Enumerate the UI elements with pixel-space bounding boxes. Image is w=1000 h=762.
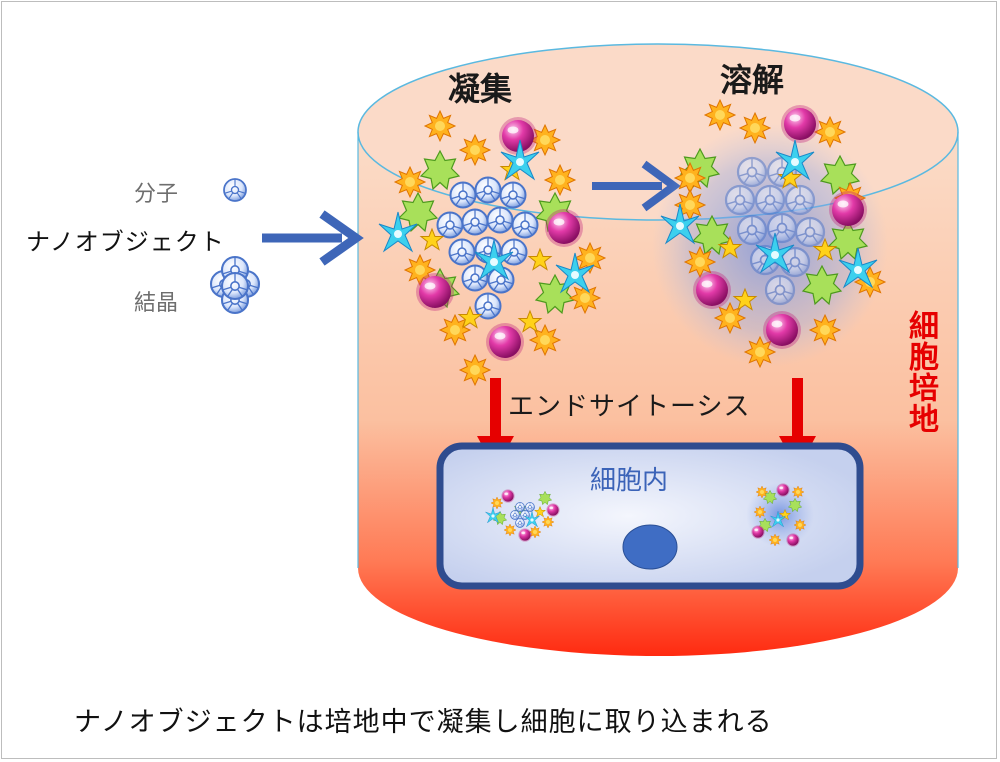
molecule-icon bbox=[223, 178, 247, 202]
crystal-label: 結晶 bbox=[134, 291, 179, 316]
aggregation-label: 凝集 bbox=[448, 70, 513, 108]
endocytosis-label: エンドサイトーシス bbox=[508, 392, 751, 422]
cell-body bbox=[436, 442, 864, 590]
crystal-icon bbox=[209, 255, 261, 315]
figure-caption: ナノオブジェクトは培地中で凝集し細胞に取り込まれる bbox=[74, 707, 773, 738]
intracellular-label: 細胞内 bbox=[590, 466, 669, 496]
entry-arrow bbox=[262, 210, 364, 266]
nano-object-label: ナノオブジェクト bbox=[26, 228, 225, 256]
internalized-dissolved-right bbox=[746, 483, 814, 547]
dissolution-cluster bbox=[652, 99, 888, 368]
culture-medium-label: 細胞培地 bbox=[903, 310, 938, 434]
cell-nucleus bbox=[622, 524, 678, 570]
dissolution-label: 溶解 bbox=[720, 61, 785, 99]
molecule-label: 分子 bbox=[134, 182, 179, 207]
